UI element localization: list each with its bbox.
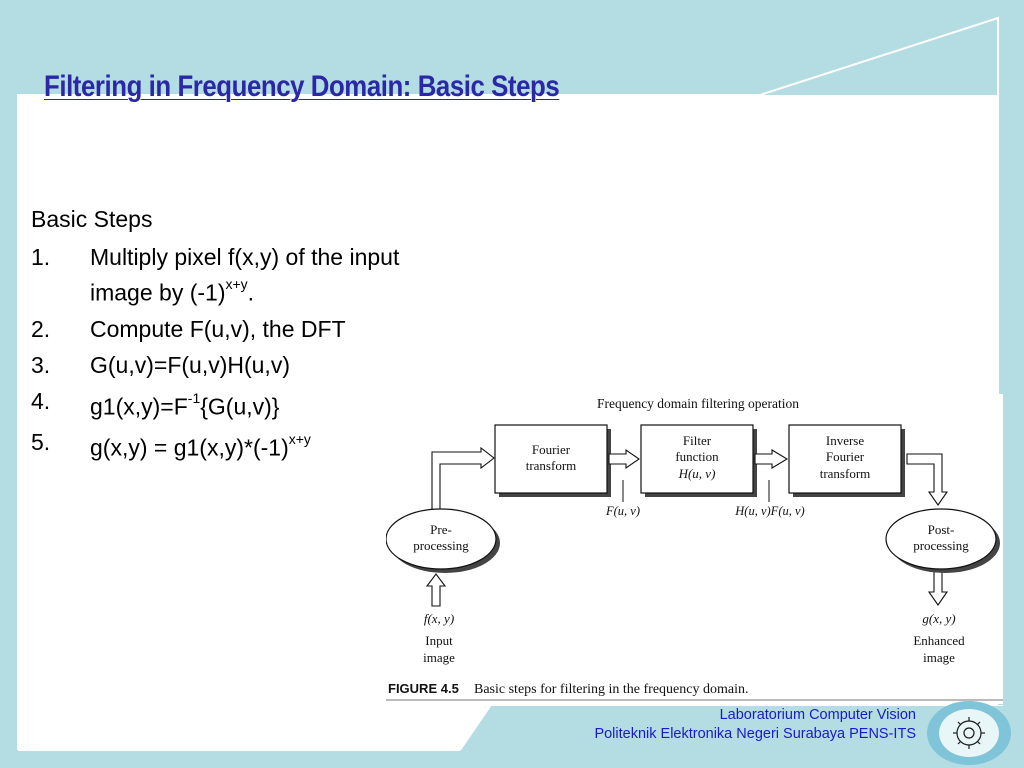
step-item: 3. G(u,v)=F(u,v)H(u,v) bbox=[31, 350, 431, 380]
filter-label-line3: H(u, v) bbox=[678, 466, 716, 481]
post-label-line1: Post- bbox=[928, 522, 955, 537]
step-superscript: x+y bbox=[225, 276, 248, 292]
pre-label-line1: Pre- bbox=[430, 522, 452, 537]
step-superscript: -1 bbox=[187, 389, 201, 406]
inverse-label-line2: Fourier bbox=[826, 449, 865, 464]
step-number: 2. bbox=[31, 315, 51, 342]
arrow-fourier-to-filter bbox=[608, 448, 640, 470]
arrow-inverse-to-post bbox=[906, 453, 949, 506]
label-F-uv: F(u, v) bbox=[605, 504, 640, 518]
footer-institution: Politeknik Elektronika Negeri Surabaya P… bbox=[594, 726, 916, 742]
step-item: 5. g(x,y) = g1(x,y)*(-1)x+y bbox=[31, 427, 431, 463]
step-text: g1(x,y)=F bbox=[90, 393, 188, 420]
arrow-pre-to-fourier bbox=[431, 446, 495, 511]
step-item: 1. Multiply pixel f(x,y) of the input im… bbox=[31, 242, 431, 308]
step-number: 3. bbox=[31, 351, 51, 378]
fourier-transform-box bbox=[494, 424, 608, 494]
steps-list: Basic Steps 1. Multiply pixel f(x,y) of … bbox=[31, 204, 431, 469]
figure-caption: Basic steps for filtering in the frequen… bbox=[474, 682, 748, 697]
figure-number: FIGURE 4.5 bbox=[388, 681, 459, 696]
input-function-label: f(x, y) bbox=[424, 611, 454, 626]
fourier-label-line1: Fourier bbox=[532, 442, 571, 457]
step-text: G(u,v)=F(u,v)H(u,v) bbox=[90, 351, 290, 378]
step-text-suffix: . bbox=[247, 279, 255, 306]
step-item: 4. g1(x,y)=F-1{G(u,v)} bbox=[31, 386, 431, 422]
filter-label-line2: function bbox=[675, 449, 719, 464]
step-item: 2. Compute F(u,v), the DFT bbox=[31, 314, 431, 344]
post-processing-ellipse bbox=[885, 508, 997, 570]
pre-label-line2: processing bbox=[413, 538, 469, 553]
frequency-filtering-figure: Frequency domain filtering operation Fou… bbox=[386, 394, 1003, 704]
figure-title: Frequency domain filtering operation bbox=[597, 396, 799, 411]
step-text: Compute F(u,v), the DFT bbox=[90, 315, 346, 342]
footer-lab-name: Laboratorium Computer Vision bbox=[719, 707, 916, 723]
step-text: Multiply pixel f(x,y) of the input image… bbox=[90, 244, 400, 306]
step-number: 4. bbox=[31, 387, 51, 414]
logo-inner-disc bbox=[939, 709, 999, 757]
slide-title: Filtering in Frequency Domain: Basic Ste… bbox=[44, 70, 560, 103]
arrow-input-to-pre bbox=[425, 573, 447, 607]
filter-label-line1: Filter bbox=[683, 433, 712, 448]
step-superscript: x+y bbox=[288, 431, 311, 448]
post-label-line2: processing bbox=[913, 538, 969, 553]
step-text-suffix: {G(u,v)} bbox=[200, 393, 280, 420]
label-H-times-F: H(u, v)F(u, v) bbox=[734, 504, 804, 518]
pre-processing-ellipse bbox=[386, 508, 497, 570]
steps-heading: Basic Steps bbox=[31, 206, 153, 232]
inverse-label-line3: transform bbox=[820, 466, 871, 481]
arrow-filter-to-inverse bbox=[754, 449, 789, 469]
inverse-fourier-box bbox=[788, 424, 902, 494]
output-label-line1: Enhanced bbox=[913, 633, 965, 648]
gear-icon bbox=[953, 717, 985, 749]
output-function-label: g(x, y) bbox=[922, 611, 955, 626]
input-label-line2: image bbox=[423, 650, 455, 665]
inverse-label-line1: Inverse bbox=[826, 433, 864, 448]
fourier-label-line2: transform bbox=[526, 458, 577, 473]
footer: Laboratorium Computer Vision Politeknik … bbox=[594, 706, 916, 744]
institution-logo bbox=[927, 701, 1011, 765]
frame-line-top bbox=[17, 16, 999, 750]
step-number: 5. bbox=[31, 429, 51, 456]
step-number: 1. bbox=[31, 244, 51, 270]
filter-function-box bbox=[640, 424, 754, 494]
arrow-post-to-output bbox=[927, 569, 949, 606]
figure-diagram: Frequency domain filtering operation Fou… bbox=[386, 396, 1003, 701]
output-label-line2: image bbox=[923, 650, 955, 665]
step-text: g(x,y) = g1(x,y)*(-1) bbox=[90, 434, 289, 461]
input-label-line1: Input bbox=[425, 633, 453, 648]
frame-footer-band bbox=[18, 706, 1024, 768]
frame-cutout-top bbox=[18, 18, 998, 95]
frame-line-diagonal bbox=[459, 705, 491, 751]
